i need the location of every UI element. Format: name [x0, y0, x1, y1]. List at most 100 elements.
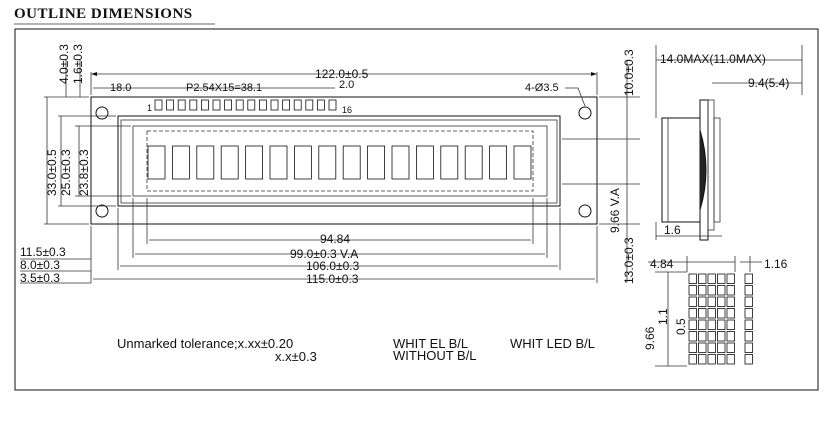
- character-cell: [440, 145, 459, 180]
- dot-cell: [688, 342, 697, 353]
- character-detail: 4.84 1.16 9.66 1.1 0.5: [643, 256, 788, 367]
- pin-row-offset-label: 2.0: [339, 79, 354, 91]
- pin-12: [282, 99, 291, 111]
- side-max-1-label: 14.0MAX(11.0MAX): [660, 52, 766, 66]
- dot-cell: [698, 319, 707, 330]
- dot-cell: [726, 296, 735, 307]
- mounting-hole-bottom-left: [95, 204, 109, 218]
- dot-cell: [698, 285, 707, 296]
- character-cell: [147, 145, 166, 180]
- dot-cell: [707, 296, 716, 307]
- pin-3: [177, 99, 186, 111]
- pin-13: [293, 99, 302, 111]
- pin-14: [305, 99, 314, 111]
- dot-cell: [688, 273, 697, 284]
- top-offset-2-label: 1.6±0.3: [71, 44, 85, 84]
- dot-cell: [707, 285, 716, 296]
- pin-5: [200, 99, 209, 111]
- left-c-label: 3.5±0.3: [20, 271, 60, 285]
- bezel-height-label: 25.0±0.3: [59, 149, 73, 196]
- char-height-label: 9.66: [643, 326, 657, 350]
- dot-cell: [726, 342, 735, 353]
- character-cell: [513, 145, 532, 180]
- dot-cell: [726, 319, 735, 330]
- viewing-area: [132, 125, 548, 197]
- pin-4: [189, 99, 198, 111]
- pin-1-label: 1: [147, 103, 152, 113]
- dot-cell: [707, 319, 716, 330]
- dot-cell: [707, 342, 716, 353]
- pin-header: [154, 99, 337, 111]
- dot-cell: [698, 296, 707, 307]
- dot-cell: [688, 296, 697, 307]
- dot-spacing-label: 1.16: [764, 257, 788, 271]
- dot-cell: [688, 354, 697, 365]
- pin-16-label: 16: [342, 105, 352, 115]
- dot-matrix-grid: [688, 273, 753, 365]
- pin-9: [247, 99, 256, 111]
- char-width-label: 4.84: [650, 257, 674, 271]
- outline-width-label: 115.0±0.3: [306, 272, 359, 286]
- bezel-width-label: 106.0±0.3: [306, 259, 360, 273]
- left-dimensions: 33.0±0.5 25.0±0.3 23.8±0.3 4.0±0.3 1.6±0…: [44, 44, 131, 225]
- dot-cell: [707, 331, 716, 342]
- character-cell: [171, 145, 190, 180]
- dot-height-2-label: 0.5: [674, 318, 688, 335]
- notes: Unmarked tolerance;x.xx±0.20 x.x±0.3 WHI…: [117, 336, 595, 364]
- va-height-left-label: 23.8±0.3: [77, 149, 91, 196]
- character-cell: [269, 145, 288, 180]
- character-cell: [391, 145, 410, 180]
- dot-cell: [717, 273, 726, 284]
- pin-7: [224, 99, 233, 111]
- dot-cell: [717, 285, 726, 296]
- aa-width-label: 94.84: [320, 232, 350, 246]
- character-cell: [220, 145, 239, 180]
- chip-on-board: [699, 129, 707, 211]
- dot-cell: [717, 354, 726, 365]
- next-char-dot-cell: [744, 342, 753, 353]
- dot-cell: [726, 273, 735, 284]
- page-title: OUTLINE DIMENSIONS: [14, 6, 193, 22]
- dot-cell: [698, 331, 707, 342]
- pin-10: [258, 99, 267, 111]
- next-char-dot-cell: [744, 354, 753, 365]
- dot-cell: [707, 354, 716, 365]
- pin-offset-label: 18.0: [110, 82, 131, 94]
- right-bottom-label: 13.0±0.3: [622, 237, 636, 284]
- dot-cell: [688, 285, 697, 296]
- pcb-outline: [90, 96, 598, 225]
- character-cell: [245, 145, 264, 180]
- dot-cell: [688, 308, 697, 319]
- dot-cell: [726, 308, 735, 319]
- next-char-dot-cell: [744, 331, 753, 342]
- pin-8: [235, 99, 244, 111]
- next-char-dot-cell: [744, 285, 753, 296]
- right-top-label: 10.0±0.3: [622, 49, 636, 96]
- top-offset-1-label: 4.0±0.3: [57, 44, 71, 84]
- left-a-label: 11.5±0.3: [20, 245, 66, 259]
- dot-cell: [726, 285, 735, 296]
- side-view: 14.0MAX(11.0MAX) 9.4(5.4) 1.6: [655, 45, 803, 241]
- pin-16: [328, 99, 337, 111]
- bezel-inner: [120, 119, 558, 204]
- dot-cell: [717, 342, 726, 353]
- pin-pitch-label: P2.54X15=38.1: [186, 82, 262, 94]
- dot-cell: [698, 273, 707, 284]
- next-char-dot-cell: [744, 319, 753, 330]
- side-bottom-label: 1.6: [664, 223, 681, 237]
- front-view: [90, 96, 598, 225]
- dot-cell: [707, 308, 716, 319]
- tolerance-note-1: Unmarked tolerance;x.xx±0.20: [117, 336, 293, 351]
- mounting-hole-top-left: [95, 106, 109, 120]
- dot-cell: [717, 319, 726, 330]
- mounting-hole-bottom-right: [578, 204, 592, 218]
- pin-2: [166, 99, 175, 111]
- dot-cell: [698, 354, 707, 365]
- dot-cell: [688, 331, 697, 342]
- active-area: [146, 130, 534, 192]
- character-cell: [342, 145, 361, 180]
- character-cell: [196, 145, 215, 180]
- dot-cell: [698, 308, 707, 319]
- bottom-dimensions: 94.84 99.0±0.3 V.A 106.0±0.3 115.0±0.3 1…: [20, 198, 598, 286]
- pin-1: [154, 99, 163, 111]
